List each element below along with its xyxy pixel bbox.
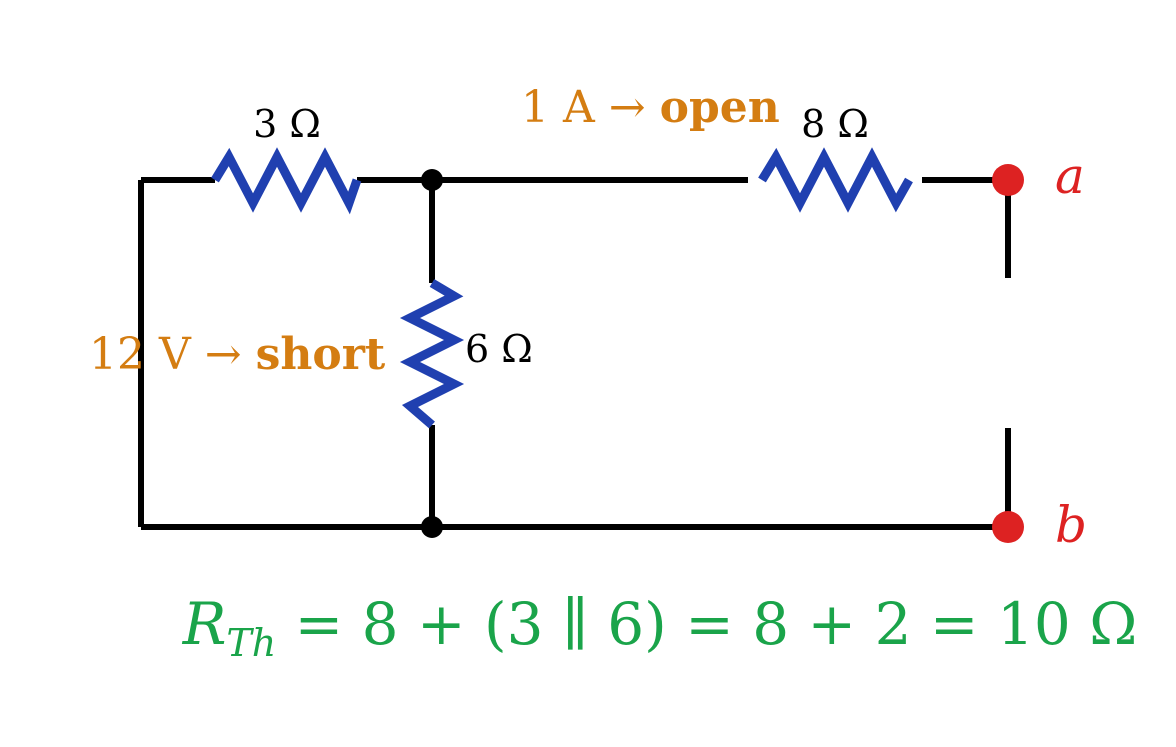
equation-lhs-symbol: R [182, 590, 227, 658]
thevenin-equation: RTh = 8 + (3 ∥ 6) = 8 + 2 = 10 Ω [182, 590, 1138, 665]
equation-lhs-subscript: Th [226, 621, 276, 665]
junction-node-top [421, 169, 443, 191]
resistor-3-ohm-label: 3 Ω [253, 102, 321, 146]
terminal-b-label: b [1055, 496, 1087, 554]
voltage-source-action: short [256, 329, 386, 380]
equation-rhs: = 8 + (3 ∥ 6) = 8 + 2 = 10 Ω [276, 590, 1137, 658]
voltage-source-value: 12 V [89, 329, 192, 380]
current-source-action: open [660, 82, 780, 133]
terminal-a-dot [992, 164, 1024, 196]
current-source-value: 1 A [521, 82, 596, 133]
resistor-3-ohm [211, 147, 362, 215]
resistor-6-ohm [399, 279, 465, 429]
wires [138, 177, 1011, 530]
resistor-6-ohm-label: 6 Ω [465, 327, 533, 371]
resistor-8-ohm-label: 8 Ω [801, 102, 869, 146]
junction-node-bottom [421, 516, 443, 538]
terminal-a-label: a [1055, 147, 1085, 205]
voltage-source-annotation: 12 V → short [89, 329, 386, 380]
terminal-b-dot [992, 511, 1024, 543]
voltage-source-arrow: → [191, 329, 256, 380]
current-source-arrow: → [595, 82, 660, 133]
current-source-annotation: 1 A → open [521, 82, 780, 133]
resistor-8-ohm [758, 147, 913, 213]
